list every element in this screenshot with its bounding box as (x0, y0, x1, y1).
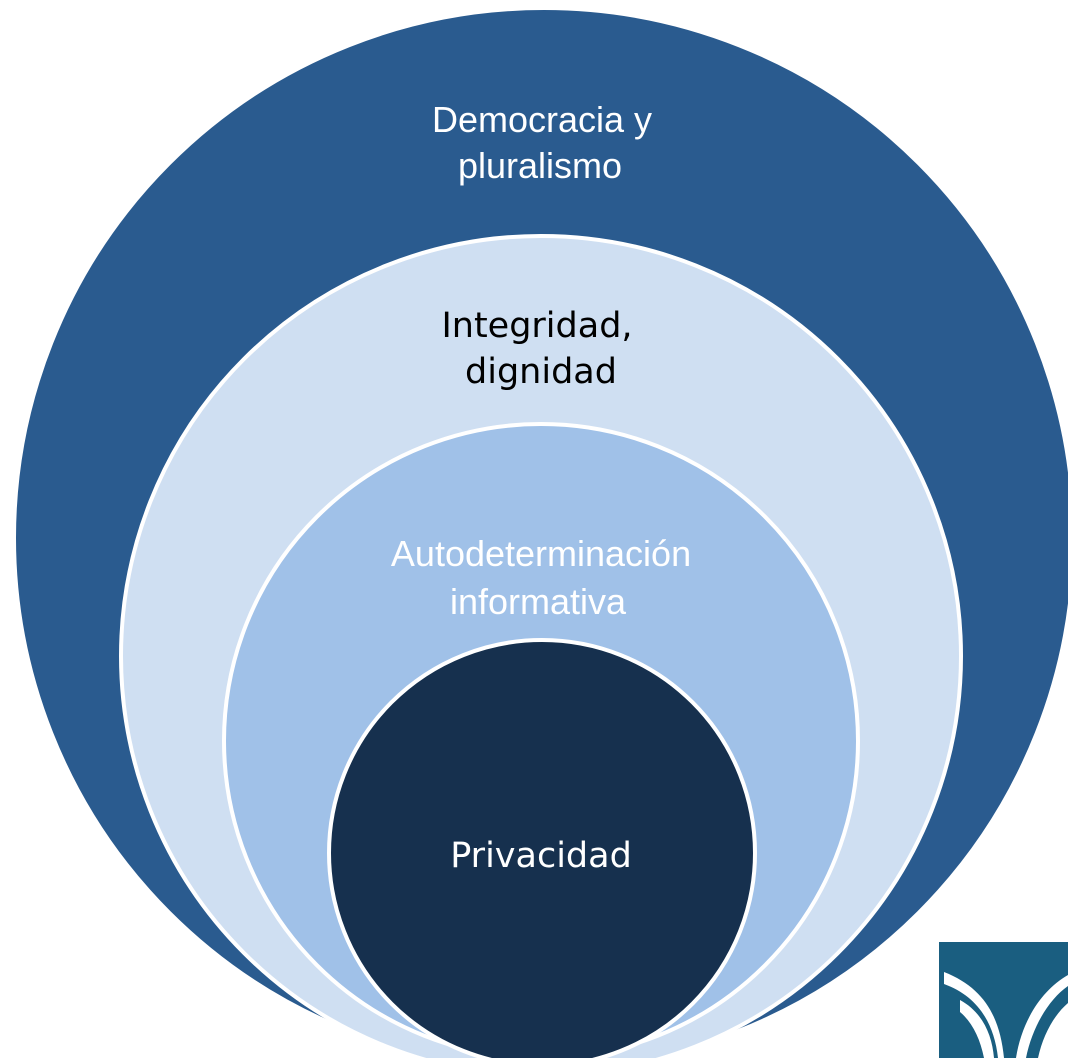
ring-label-third-line2: informativa (450, 581, 627, 622)
ring-privacidad (327, 638, 757, 1058)
ring-label-outer-line2: pluralismo (458, 145, 622, 186)
ring-label-second-line2: dignidad (465, 352, 617, 392)
w-logo-icon (939, 942, 1068, 1058)
ring-label-second-line1: Integridad, (441, 306, 632, 346)
ring-label-outer-line1: Democracia y (432, 99, 652, 140)
ring-label-core: Privacidad (450, 836, 632, 876)
ring-label-third-line1: Autodeterminación (391, 533, 691, 574)
